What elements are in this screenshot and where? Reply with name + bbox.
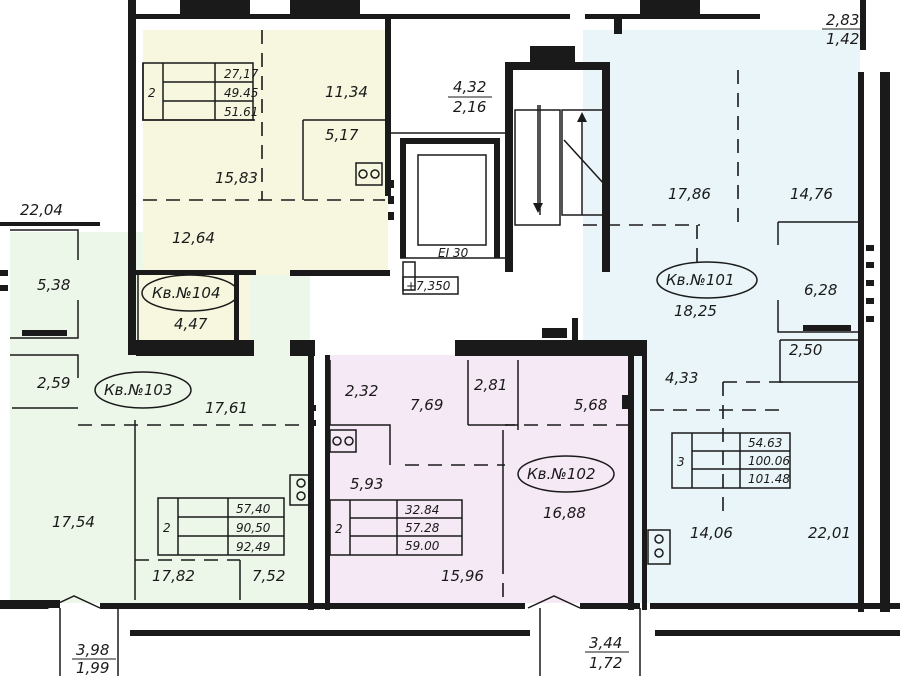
room-area: 6,28 [804,281,837,299]
room-area: 5,93 [350,475,383,493]
total-area-with-balcony: 51.61 [224,105,258,119]
room-area: 12,64 [172,229,215,247]
room-area: 7,52 [252,567,285,585]
room-area: 4,47 [174,315,208,333]
entrance-door-icon [47,595,119,676]
total-area: 90,50 [236,521,271,535]
entrance-door-icon [527,595,641,676]
living-area: 32.84 [405,503,439,517]
area-table: 2 27,17 49.45 51.61 [142,62,259,121]
apartment-tag: Кв.№101 [666,271,735,289]
room-area: 17,82 [152,567,195,585]
balcony-area: 2,83 [826,11,859,29]
area-table: 2 32.84 57.28 59.00 [329,499,463,556]
room-area: 2,59 [37,374,70,392]
apartment-102[interactable]: 2,32 7,69 2,81 5,68 5,93 16,88 15,96 Кв.… [329,376,615,585]
room-area: 22,01 [808,524,851,542]
balcony-area: 3,44 [589,634,622,652]
living-area: 54.63 [748,436,782,450]
room-area: 5,38 [37,276,70,294]
room-area: 2,50 [789,341,822,359]
room-area: 5,68 [574,396,607,414]
room-area: 17,61 [205,399,248,417]
total-area-with-balcony: 92,49 [236,540,270,554]
balcony-area: 3,98 [76,641,109,659]
balcony-area: 4,32 [453,78,486,96]
room-area: 18,25 [674,302,717,320]
stair-arrow-icon [533,105,587,215]
room-area: 4,33 [665,369,698,387]
apartment-tag: Кв.№103 [104,381,173,399]
room-area: 7,69 [410,396,443,414]
area-table: 2 57,40 90,50 92,49 [157,497,285,556]
room-area: 15,83 [215,169,258,187]
balcony-104: 4,32 2,16 [448,78,492,116]
room-area: 14,06 [690,524,733,542]
rooms-count: 2 [148,86,156,100]
zone-boundaries [78,30,790,600]
total-area-with-balcony: 59.00 [405,539,440,553]
fire-rating-label: EI 30 [438,246,469,260]
balcony-area-reduced: 1,99 [76,659,109,676]
apartment-101[interactable]: 17,86 14,76 6,28 18,25 2,50 4,33 14,06 2… [656,185,851,542]
room-area: 15,96 [441,567,484,585]
room-area: 17,54 [52,513,95,531]
balcony-area-reduced: 1,72 [589,654,622,672]
sink-icon [289,474,313,506]
apartment-102-fill[interactable] [328,355,628,603]
balcony-102: 3,44 1,72 [585,634,629,672]
balcony-103: 3,98 1,99 [72,641,116,676]
apartment-103[interactable]: 22,04 5,38 2,59 17,61 17,54 17,82 7,52 К… [20,201,285,585]
room-area: 16,88 [543,504,586,522]
total-area: 57.28 [405,521,440,535]
apartment-tag: Кв.№102 [527,465,596,483]
area-table: 3 54.63 100.06 101.48 [671,432,791,489]
walls [0,0,900,636]
room-area: 2,81 [474,376,507,394]
living-area: 27,17 [224,67,259,81]
window-marks [0,180,874,426]
rooms-count: 2 [163,521,171,535]
total-area: 100.06 [748,454,790,468]
balcony-area-reduced: 1,42 [826,30,859,48]
total-area-with-balcony: 101.48 [748,472,790,486]
rooms-count: 3 [677,455,685,469]
sink-icon [647,529,671,565]
room-area: 14,76 [790,185,833,203]
level-mark: +7,350 [406,279,451,293]
sink-icon [355,162,383,186]
apartment-104-fill[interactable] [143,30,388,275]
room-area: 17,86 [668,185,711,203]
balcony-101: 2,83 1,42 [822,11,866,48]
living-area: 57,40 [236,502,271,516]
total-area: 49.45 [224,86,258,100]
balcony-area-reduced: 2,16 [453,98,486,116]
room-area: 5,17 [325,126,359,144]
sink-icon [329,429,357,453]
room-area: 22,04 [20,201,63,219]
apartment-104[interactable]: 2 27,17 49.45 51.61 11,34 5,17 15,83 12,… [141,62,368,333]
room-area: 2,32 [345,382,378,400]
rooms-count: 2 [335,522,343,536]
apartment-tag: Кв.№104 [152,284,221,302]
room-area: 11,34 [325,83,368,101]
